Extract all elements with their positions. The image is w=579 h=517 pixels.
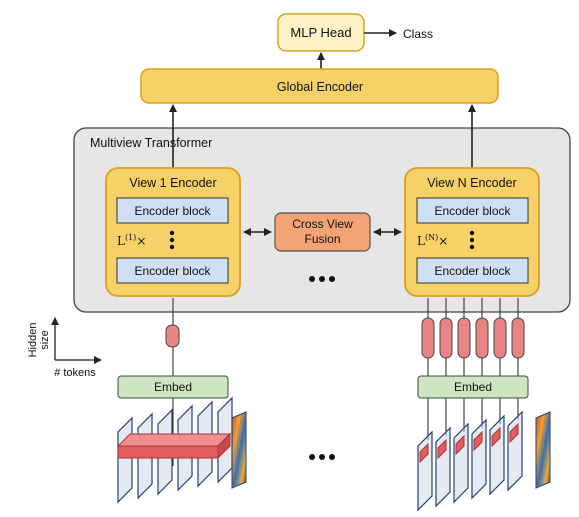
viewN-title: View N Encoder: [427, 176, 516, 190]
embed-right-label: Embed: [454, 380, 492, 394]
dot: [169, 237, 175, 243]
embed-box-right: [417, 375, 529, 399]
axis-y-line1: Hidden: [27, 323, 39, 358]
view1-encoder: View 1 Encoder Encoder block L(1)× Encod…: [105, 167, 241, 297]
mlp-head-label: MLP Head: [290, 25, 351, 40]
mlp-head-box: MLP Head: [277, 13, 365, 52]
global-encoder-box: Global Encoder: [140, 68, 499, 104]
view1-title: View 1 Encoder: [129, 176, 216, 190]
token-axis-legend: Hidden size # tokens: [27, 317, 102, 379]
viewN-encoder-block-bottom: Encoder block: [434, 264, 511, 278]
view1-input: Embed: [116, 298, 247, 504]
class-label: Class: [403, 27, 433, 41]
viewN-input: Embed: [417, 298, 551, 512]
embed-left-label: Embed: [154, 380, 192, 394]
cross-view-fusion-box: Cross View Fusion: [274, 212, 371, 252]
view1-token: [165, 324, 180, 348]
dot: [469, 237, 475, 243]
viewN-tokens: [421, 317, 525, 359]
viewN-frames: [417, 410, 551, 512]
ellipsis-inputs: [309, 454, 335, 460]
dot: [469, 230, 475, 236]
cross-view-fusion-line1: Cross View: [292, 217, 353, 231]
viewN-repeat-label: L(N)×: [417, 233, 448, 248]
view1-frames: [116, 396, 247, 504]
cross-view-fusion-line2: Fusion: [304, 232, 340, 246]
multiview-transformer-label: Multiview Transformer: [90, 136, 212, 150]
viewN-encoder-block-top: Encoder block: [434, 204, 511, 218]
dot: [469, 244, 475, 250]
view1-encoder-block-top: Encoder block: [134, 204, 211, 218]
ellipsis-views: [309, 276, 335, 282]
axis-y-line2: size: [39, 330, 51, 350]
view1-repeat-label: L(1)×: [117, 233, 146, 248]
global-encoder-label: Global Encoder: [277, 80, 363, 94]
dot: [169, 244, 175, 250]
view1-encoder-block-bottom: Encoder block: [134, 264, 211, 278]
embed-box-left: [117, 375, 229, 399]
dot: [169, 230, 175, 236]
viewN-encoder: View N Encoder Encoder block L(N)× Encod…: [404, 167, 540, 297]
axis-x-label: # tokens: [54, 367, 96, 379]
